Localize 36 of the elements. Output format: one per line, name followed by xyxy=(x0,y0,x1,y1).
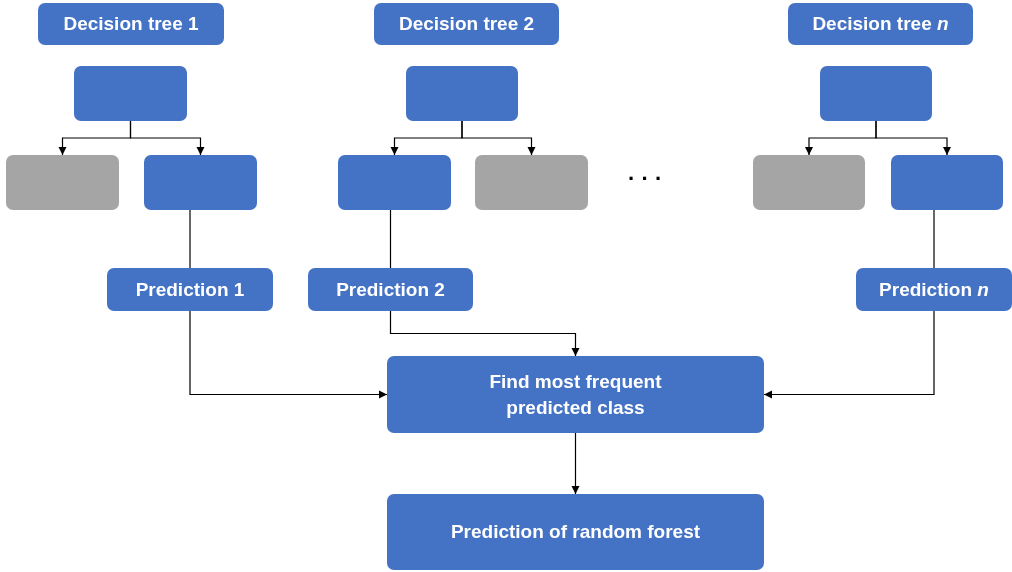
arrow xyxy=(461,120,536,156)
node-label: Decision tree n xyxy=(812,12,949,37)
title-box xyxy=(788,3,973,45)
node-label: Decision tree 2 xyxy=(398,12,535,37)
arrow xyxy=(875,120,952,156)
ellipsis-text: · · · xyxy=(628,166,663,192)
node-label: Prediction n xyxy=(879,277,989,302)
prediction-box xyxy=(308,268,473,311)
arrow xyxy=(389,310,580,357)
tree-node-box xyxy=(820,66,932,121)
node-label: Decision tree 1 xyxy=(63,12,199,37)
node-label: Prediction 1 xyxy=(135,277,245,302)
prediction-box xyxy=(107,268,273,311)
node-label: Find most frequent predicted class xyxy=(488,369,663,420)
tree-node-box xyxy=(338,155,451,210)
tree-node-box xyxy=(406,66,518,121)
node-label: Prediction of random forest xyxy=(450,520,701,545)
connector-line xyxy=(189,209,191,269)
tree-node-box xyxy=(6,155,119,210)
prediction-box xyxy=(856,268,1012,311)
connector-line xyxy=(933,209,935,269)
connector-line xyxy=(389,209,392,269)
title-box xyxy=(374,3,559,45)
arrow xyxy=(763,310,935,399)
tree-node-box xyxy=(74,66,187,121)
node-label: Prediction 2 xyxy=(336,277,445,302)
arrow xyxy=(129,120,205,156)
process-box xyxy=(387,356,764,433)
arrow xyxy=(571,432,580,495)
arrow xyxy=(189,310,388,399)
tree-node-box xyxy=(753,155,865,210)
title-box xyxy=(38,3,224,45)
tree-node-box xyxy=(144,155,257,210)
result-box xyxy=(387,494,764,570)
tree-node-box xyxy=(475,155,588,210)
tree-node-box xyxy=(891,155,1003,210)
